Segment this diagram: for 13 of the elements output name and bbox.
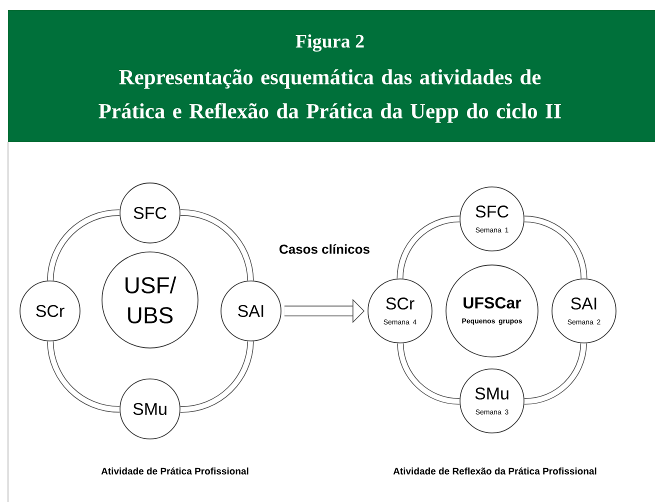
caption: Atividade de Reflexão da Prática Profissional [393,467,596,475]
ring-arc [47,209,120,281]
ring-arc [47,341,120,413]
ring-arc [397,343,460,405]
figure-number: Figura 2 [296,34,364,52]
edge-label: Casos clínicos [280,244,370,254]
ring-arc [524,343,587,405]
ring-arc [180,341,254,413]
ring-arc [180,209,254,281]
ring-arc [524,216,588,279]
caption: Atividade de Prática Profissional [101,467,248,475]
title: Representação esquemática das atividades de Prática e Reflexão da Prática da Uepp do ciclo II [98,69,561,123]
ring-arc [396,216,460,279]
